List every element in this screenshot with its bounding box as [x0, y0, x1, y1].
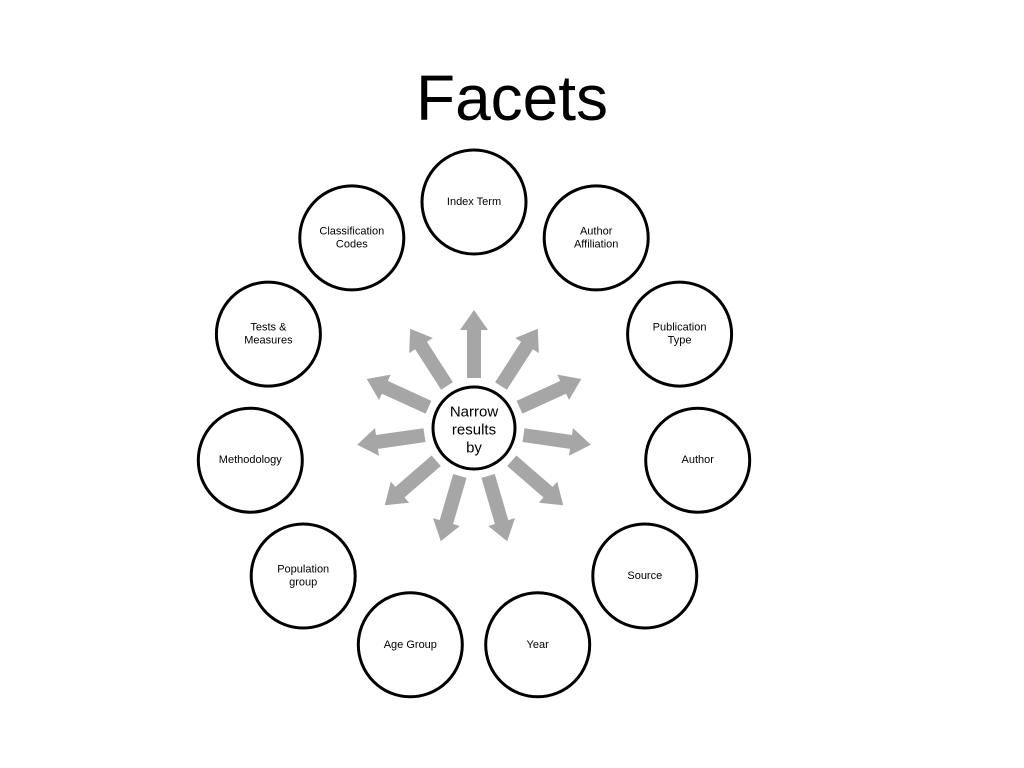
- facet-label-line: Classification: [319, 225, 384, 237]
- facet-label-line: Author: [681, 454, 714, 466]
- facet-label-line: Tests &: [250, 322, 287, 334]
- facet-author: Author: [644, 406, 752, 514]
- facet-age-group: Age Group: [356, 591, 464, 699]
- arrow-to-year: [481, 474, 515, 542]
- facet-label: Index Term: [447, 196, 501, 208]
- hub-label-line: results: [452, 422, 496, 439]
- facet-circle: [298, 184, 406, 292]
- arrow-to-source: [507, 455, 564, 506]
- facet-circle: [644, 406, 752, 514]
- facet-circle: [542, 184, 650, 292]
- facet-label-line: Publication: [653, 322, 707, 334]
- facet-label: Methodology: [219, 454, 282, 466]
- facet-label: Age Group: [384, 639, 437, 651]
- facet-year: Year: [484, 591, 592, 699]
- facet-label-line: Year: [527, 639, 550, 651]
- facet-circle: [420, 148, 528, 256]
- facet-source: Source: [591, 522, 699, 630]
- facet-circle: [214, 280, 322, 388]
- facet-circle: [484, 591, 592, 699]
- facet-tests-measures: Tests &Measures: [214, 280, 322, 388]
- arrow-to-publication-type: [516, 374, 582, 414]
- facet-label-line: Measures: [244, 335, 293, 347]
- facet-circle: [626, 280, 734, 388]
- facet-circle: [356, 591, 464, 699]
- facet-methodology: Methodology: [196, 406, 304, 514]
- arrows-layer: [357, 310, 591, 542]
- arrow-to-index-term: [460, 310, 488, 378]
- facet-label-line: Type: [668, 335, 692, 347]
- facet-circle: [249, 522, 357, 630]
- facet-circle: [196, 406, 304, 514]
- facet-label-line: Codes: [336, 238, 368, 250]
- arrow-to-author-affiliation: [495, 328, 539, 390]
- facet-label: Author: [681, 454, 714, 466]
- facet-circle: [591, 522, 699, 630]
- facet-label-line: Population: [277, 563, 329, 575]
- arrow-to-age-group: [433, 474, 467, 542]
- page-title: Facets: [415, 62, 609, 134]
- facet-label: Tests &Measures: [244, 322, 293, 347]
- arrow-to-methodology: [357, 428, 426, 456]
- arrow-to-population-group: [384, 455, 441, 506]
- arrow-to-author: [522, 428, 591, 456]
- facet-label-line: Index Term: [447, 196, 501, 208]
- facet-label-line: Methodology: [219, 454, 282, 466]
- facet-index-term: Index Term: [420, 148, 528, 256]
- facet-label-line: Age Group: [384, 639, 437, 651]
- hub-circle: [431, 385, 517, 471]
- facet-label-line: Affiliation: [574, 238, 618, 250]
- facet-label-line: Source: [627, 570, 662, 582]
- hub-label-line: by: [466, 440, 482, 457]
- arrow-to-classification-codes: [409, 328, 453, 390]
- arrow-to-tests-measures: [366, 374, 432, 414]
- facet-label: Year: [527, 639, 550, 651]
- facet-label-line: group: [289, 576, 317, 588]
- facet-label: Source: [627, 570, 662, 582]
- hub-label-line: Narrow: [450, 404, 499, 421]
- facet-label-line: Author: [580, 225, 613, 237]
